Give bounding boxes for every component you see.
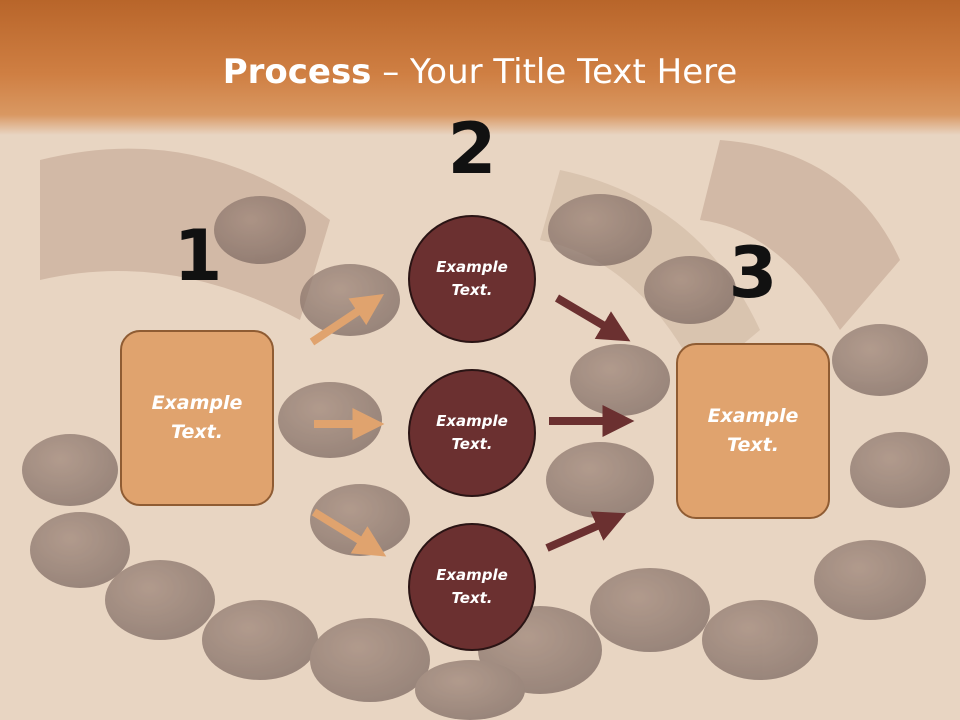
step-number-2: 2 xyxy=(447,108,497,190)
arrow-from-circle-top xyxy=(554,294,631,342)
arrow-to-circle-bottom xyxy=(311,508,387,557)
arrow-from-circle-bottom xyxy=(545,511,627,552)
step-number-3: 3 xyxy=(728,232,778,314)
step-3-box: Example Text. xyxy=(676,343,830,519)
title-bold: Process xyxy=(222,52,372,92)
circle-top: Example Text. xyxy=(408,215,536,343)
step-3-label: Example Text. xyxy=(707,405,799,456)
step-1-box: Example Text. xyxy=(120,330,274,506)
slide-title: Process – Your Title Text Here xyxy=(0,52,960,92)
step-number-1: 1 xyxy=(173,215,223,297)
circle-middle-label: Example Text. xyxy=(436,412,508,453)
header-band xyxy=(0,0,960,135)
circle-bottom-label: Example Text. xyxy=(436,566,508,607)
arrow-to-circle-top xyxy=(309,294,384,346)
step-1-label: Example Text. xyxy=(151,392,243,443)
title-rest: – Your Title Text Here xyxy=(371,52,738,92)
circle-top-label: Example Text. xyxy=(436,258,508,299)
circle-bottom: Example Text. xyxy=(408,523,536,651)
circle-middle: Example Text. xyxy=(408,369,536,497)
